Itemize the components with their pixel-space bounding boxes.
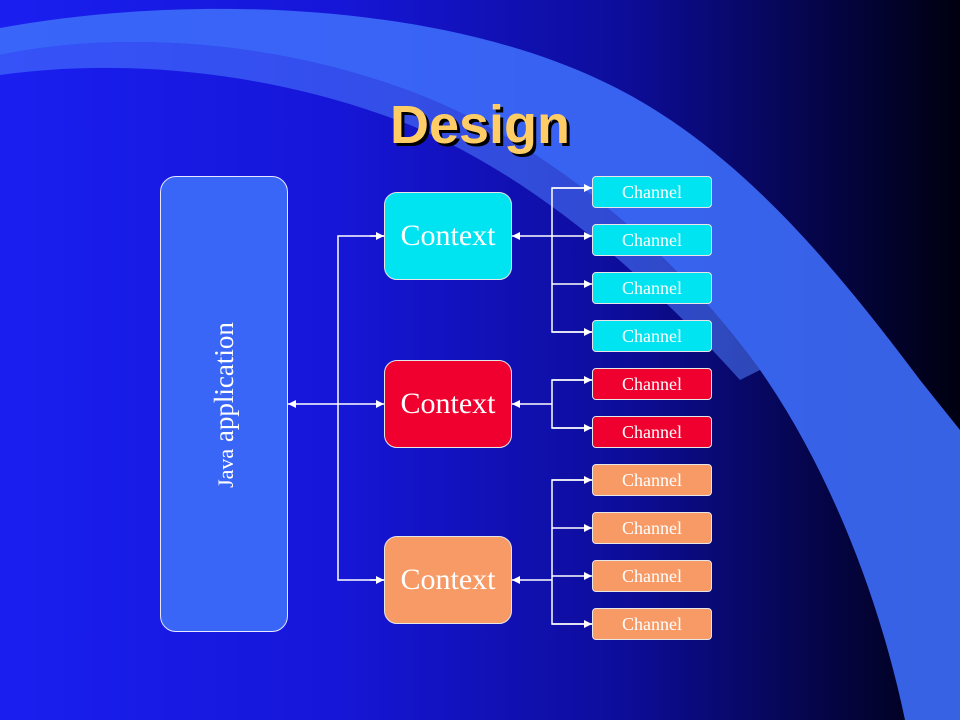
app-label-prefix: Java xyxy=(213,448,238,488)
channel-box: Channel xyxy=(592,464,712,496)
channel-box: Channel xyxy=(592,416,712,448)
java-application-label: Java application xyxy=(209,322,241,488)
context-box-2: Context xyxy=(384,360,512,448)
channel-box: Channel xyxy=(592,512,712,544)
app-label-main: application xyxy=(209,322,239,443)
channel-box: Channel xyxy=(592,608,712,640)
context-box-3: Context xyxy=(384,536,512,624)
channel-box: Channel xyxy=(592,368,712,400)
java-application-box: Java application xyxy=(160,176,288,632)
channel-box: Channel xyxy=(592,560,712,592)
slide-title: Design xyxy=(389,95,571,155)
context1-bracket xyxy=(551,187,592,333)
channel-box: Channel xyxy=(592,272,712,304)
context-box-1: Context xyxy=(384,192,512,280)
context2-bracket xyxy=(551,379,592,429)
channel-box: Channel xyxy=(592,176,712,208)
app-context-bracket xyxy=(337,235,384,581)
channel-box: Channel xyxy=(592,320,712,352)
context3-bracket xyxy=(551,479,592,625)
channel-box: Channel xyxy=(592,224,712,256)
